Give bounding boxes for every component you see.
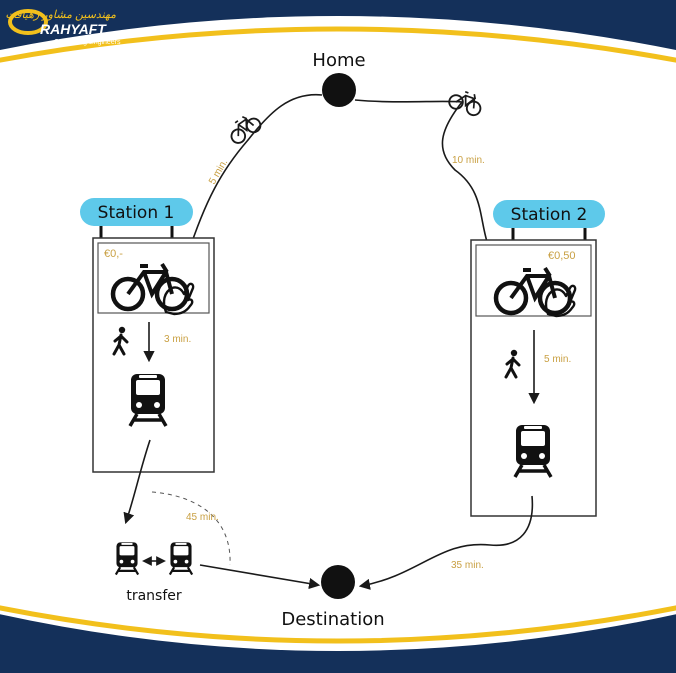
transfer-node: transfer xyxy=(114,541,194,604)
dashed-transfer-arc xyxy=(151,491,231,566)
station-2-badge xyxy=(493,200,605,228)
station-1-walk-time: 3 min. xyxy=(164,334,191,345)
time-label-train-1: 45 min. xyxy=(186,512,219,523)
time-label-train-2: 35 min. xyxy=(451,560,484,571)
logo-swoosh xyxy=(8,9,48,35)
transfer-label: transfer xyxy=(126,588,182,604)
home-label: Home xyxy=(312,50,365,71)
time-label-bike-2: 10 min. xyxy=(452,155,485,166)
station-1-name: Station 1 xyxy=(98,203,175,223)
station-1-price: €0,- xyxy=(104,248,123,260)
destination-label: Destination xyxy=(281,609,384,630)
logo-persian-title: مهندسین مشاور رهیافت xyxy=(5,9,116,21)
top-accent-arc xyxy=(0,26,676,63)
station-2-price: €0,50 xyxy=(548,250,576,262)
station-2-walk-time: 5 min. xyxy=(544,354,571,365)
station-2: Station 2 €0,50 5 min. xyxy=(470,200,605,517)
route-transfer-to-destination xyxy=(199,564,321,590)
bike-route-station-2 xyxy=(354,99,499,266)
logo-brand: RAHYAFT xyxy=(40,21,107,37)
company-logo: مهندسین مشاور رهیافت RAHYAFT Consulting … xyxy=(5,9,121,46)
station-1: Station 1 €0,- 3 min. xyxy=(80,198,215,473)
station-2-name: Station 2 xyxy=(511,205,588,225)
destination-node xyxy=(321,565,355,599)
bottom-accent-arc xyxy=(0,605,676,644)
home-node xyxy=(322,73,356,107)
train-route-station-1 xyxy=(123,439,151,525)
bike-route-station-1 xyxy=(183,93,323,263)
logo-tagline: Consulting Engineers xyxy=(54,39,121,46)
station-1-badge xyxy=(80,198,193,226)
train-route-station-2 xyxy=(358,495,534,590)
